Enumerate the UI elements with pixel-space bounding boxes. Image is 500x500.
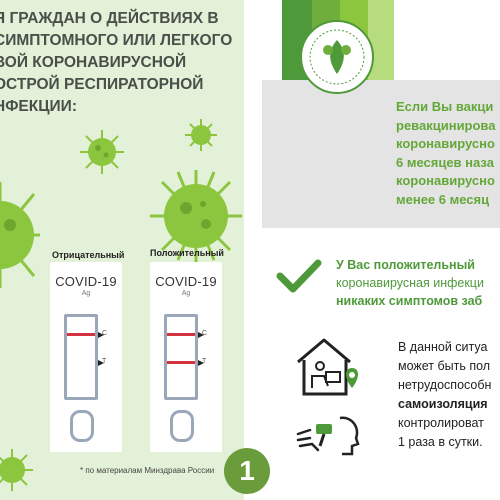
vaccination-info-text: Если Вы вакци ревакцинирова коронавирусн… — [396, 98, 496, 209]
positive-line: У Вас положительный — [336, 258, 475, 272]
temperature-check-icon — [296, 416, 360, 456]
sample-well — [170, 410, 194, 442]
t-mark: T — [102, 358, 107, 365]
info-line: нетрудоспособн — [398, 378, 492, 392]
test-strip — [64, 314, 98, 400]
arrow-icon — [198, 360, 204, 366]
home-isolation-icon — [297, 338, 358, 396]
info-line: может быть пол — [398, 359, 491, 373]
info-line: 6 месяцев наза — [396, 154, 494, 170]
positive-test-card: COVID-19 Ag C T — [150, 262, 222, 452]
arrow-icon — [198, 332, 204, 338]
virus-icon — [0, 449, 33, 491]
heading-line: ОСТРОЙ РЕСПИРАТОРНОЙ — [0, 76, 204, 93]
t-mark: T — [202, 358, 207, 365]
heading-line: Я ГРАЖДАН О ДЕЙСТВИЯХ В — [0, 10, 219, 27]
info-line: 1 раза в сутки. — [398, 435, 483, 449]
info-line: В данной ситуа — [398, 340, 488, 354]
left-panel: Я ГРАЖДАН О ДЕЙСТВИЯХ В СИМПТОМНОГО ИЛИ … — [0, 0, 244, 500]
info-line: коронавирусно — [396, 173, 495, 188]
test-strip — [164, 314, 198, 400]
test-sub: Ag — [81, 290, 91, 297]
test-brand: COVID-19 — [155, 274, 217, 289]
info-line: менее 6 месяц — [396, 191, 490, 207]
info-line: Если Вы вакци — [396, 99, 494, 114]
virus-icon — [150, 170, 242, 262]
heading-line: СИМПТОМНОГО ИЛИ ЛЕГКОГО — [0, 32, 233, 49]
page-number-badge: 1 — [224, 448, 270, 494]
virus-icon — [80, 130, 124, 174]
negative-test-label: Отрицательный — [52, 250, 125, 260]
control-line — [67, 333, 95, 336]
vaccination-info-box — [262, 80, 500, 228]
heading-line: ВОЙ КОРОНАВИРУСНОЙ — [0, 54, 187, 71]
c-mark: C — [102, 330, 108, 337]
self-isolation-text: В данной ситуа может быть пол нетрудоспо… — [398, 338, 491, 452]
test-line — [167, 361, 195, 364]
page-heading: Я ГРАЖДАН О ДЕЙСТВИЯХ В СИМПТОМНОГО ИЛИ … — [0, 8, 244, 118]
heading-line: НФЕКЦИИ: — [0, 98, 77, 115]
sample-well — [70, 410, 94, 442]
positive-test-label: Положительный — [150, 248, 224, 258]
c-mark: C — [202, 330, 208, 337]
arrow-icon — [98, 360, 104, 366]
virus-icon — [0, 182, 40, 288]
test-sub: Ag — [181, 290, 191, 297]
virus-icon — [185, 119, 217, 151]
right-panel: Если Вы вакци ревакцинирова коронавирусн… — [250, 0, 500, 500]
footnote: * по материалам Минздрава России — [80, 466, 215, 475]
checkmark-icon — [276, 259, 322, 293]
positive-line: коронавирусная инфекци — [336, 276, 484, 290]
nmic-logo — [300, 20, 374, 94]
test-brand: COVID-19 — [55, 274, 117, 289]
positive-line: никаких симптомов заб — [336, 294, 483, 308]
info-line: ревакцинирова — [396, 117, 496, 133]
positive-result-text: У Вас положительный коронавирусная инфек… — [336, 256, 484, 310]
info-line: коронавирусно — [396, 136, 495, 151]
negative-test-card: COVID-19 Ag C T — [50, 262, 122, 452]
info-line: самоизоляция — [398, 397, 488, 411]
panel-divider — [244, 0, 250, 500]
info-line: контролироват — [398, 416, 484, 430]
control-line — [167, 333, 195, 336]
arrow-icon — [98, 332, 104, 338]
